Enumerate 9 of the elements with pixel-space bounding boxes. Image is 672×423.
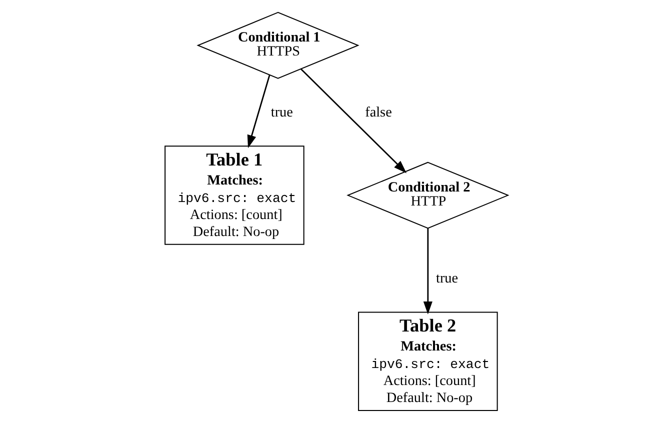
arrow (422, 228, 432, 314)
node-diamond: Conditional 1 HTTPS (196, 12, 359, 79)
edge-label: true (436, 270, 458, 287)
arrow (246, 74, 270, 148)
arrow (300, 68, 406, 174)
edge-label: true (270, 104, 292, 120)
node-box: Table 2 Matches: ipv6.src: exact Actions: [count] Default: No-op (358, 312, 498, 412)
edge-label: false (364, 104, 392, 120)
node-box: Table 1 Matches: ipv6.src: exact Actions: [count] Default: No-op (164, 146, 304, 245)
